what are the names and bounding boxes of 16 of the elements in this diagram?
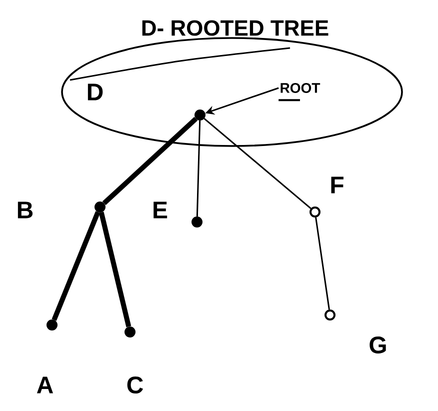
- node-label: B: [18, 202, 33, 218]
- tree-edge: [98, 212, 132, 328]
- tree-edge: [315, 217, 330, 310]
- node-label: A: [36, 376, 54, 394]
- tree-edge: [102, 116, 198, 206]
- node-label: C: [127, 376, 143, 394]
- tree-edge: [52, 211, 100, 321]
- tree-edge: [196, 120, 201, 217]
- title: D- ROOTED TREE: [142, 20, 328, 36]
- tree-edge: [204, 118, 312, 210]
- ellipse: [61, 37, 403, 147]
- node-label: D: [88, 84, 103, 100]
- root-label: ROOT: [278, 83, 320, 102]
- node-label: E: [154, 202, 168, 218]
- node-label: G: [370, 336, 386, 354]
- node-label: F: [331, 176, 344, 194]
